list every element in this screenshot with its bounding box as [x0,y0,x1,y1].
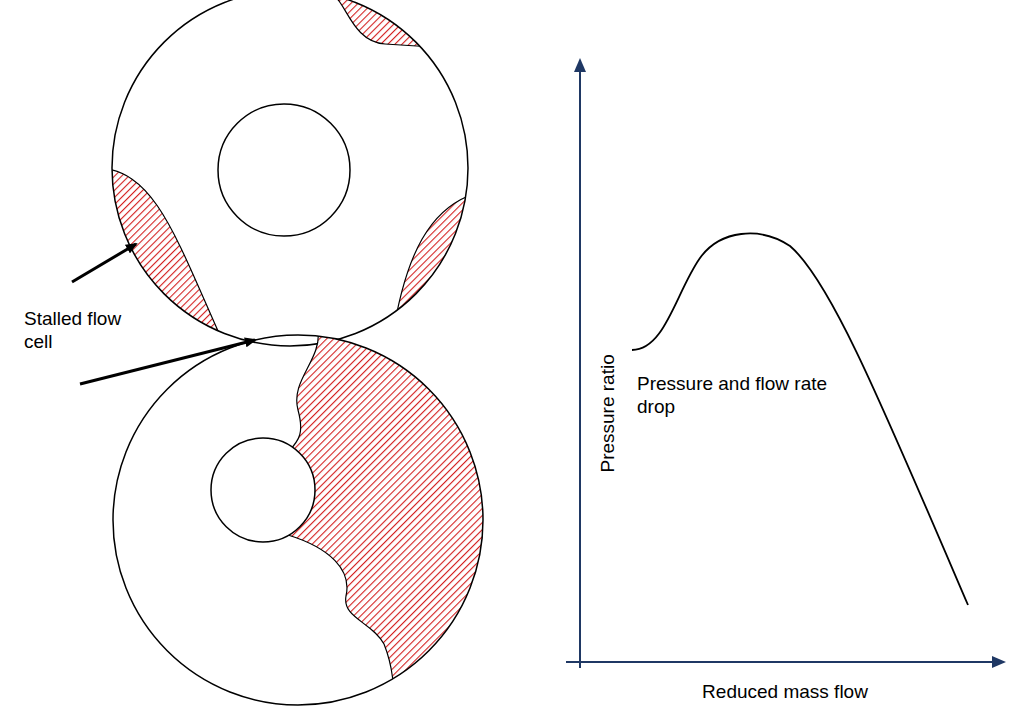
hub [211,438,315,542]
characteristic-curve [632,234,968,606]
callout-label: Stalled flow cell [24,308,134,354]
outer-casing [112,0,468,346]
stalled-cells [90,0,480,350]
leader-arrow [72,244,136,282]
axis-arrow [574,58,586,72]
axis-title: Reduced mass flow [702,681,868,704]
axis-arrow [992,656,1006,668]
leader-arrow [80,340,255,384]
axis-title: Pressure ratio [597,354,620,472]
stalled-cell [288,330,500,711]
y-axis [579,68,581,668]
annotation: Pressure and flow rate drop [637,373,867,419]
outer-casing [113,335,483,705]
x-axis [566,661,995,663]
hub [218,104,350,236]
